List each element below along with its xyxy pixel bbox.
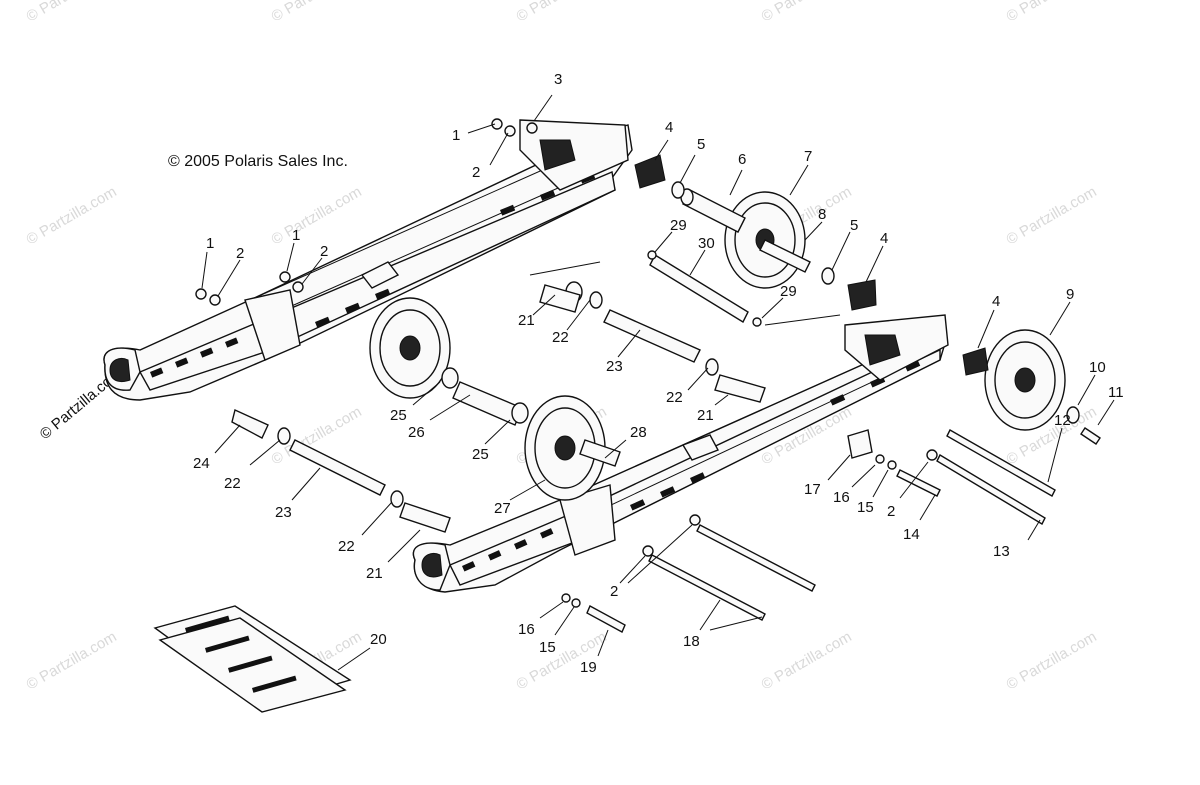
- callout-22: 22: [666, 389, 683, 406]
- callout-28: 28: [630, 424, 647, 441]
- watermark: © Partzilla.com: [269, 183, 365, 248]
- callout-29: 29: [670, 217, 687, 234]
- callout-4: 4: [880, 230, 888, 247]
- callout-9: 9: [1066, 286, 1074, 303]
- callout-21: 21: [697, 407, 714, 424]
- callout-7: 7: [804, 148, 812, 165]
- callout-20: 20: [370, 631, 387, 648]
- callout-16: 16: [518, 621, 535, 638]
- callout-13: 13: [993, 543, 1010, 560]
- callout-23: 23: [275, 504, 292, 521]
- watermark: © Partzilla.com: [1004, 183, 1100, 248]
- wheel-right: [984, 329, 1066, 431]
- callout-16: 16: [833, 489, 850, 506]
- callout-22: 22: [224, 475, 241, 492]
- watermark: © Partzilla.com: [759, 628, 855, 693]
- callout-19: 19: [580, 659, 597, 676]
- callout-1: 1: [292, 227, 300, 244]
- callout-15: 15: [857, 499, 874, 516]
- callout-22: 22: [552, 329, 569, 346]
- callout-5: 5: [697, 136, 705, 153]
- callout-21: 21: [366, 565, 383, 582]
- callout-25: 25: [390, 407, 407, 424]
- callout-2: 2: [320, 243, 328, 260]
- callout-30: 30: [698, 235, 715, 252]
- callout-23: 23: [606, 358, 623, 375]
- callout-2: 2: [472, 164, 480, 181]
- callout-10: 10: [1089, 359, 1106, 376]
- leader-lines: [201, 94, 1115, 671]
- callout-2: 2: [236, 245, 244, 262]
- callout-2: 2: [887, 503, 895, 520]
- callout-6: 6: [738, 151, 746, 168]
- callout-3: 3: [554, 71, 562, 88]
- callout-21: 21: [518, 312, 535, 329]
- callout-26: 26: [408, 424, 425, 441]
- callout-18: 18: [683, 633, 700, 650]
- watermark: © Partzilla.com: [514, 0, 610, 25]
- watermark: © Partzilla.com: [24, 183, 120, 248]
- left-rail: [103, 119, 633, 401]
- copyright-notice: © 2005 Polaris Sales Inc.: [168, 153, 348, 170]
- wheel-left: [369, 297, 451, 399]
- callout-8: 8: [818, 206, 826, 223]
- skid-frame: [153, 605, 352, 713]
- callouts: 1 2 3 4 5 6 7 8 29 30 5 4 29 1 2 1 2 4 9…: [193, 71, 1124, 676]
- callout-14: 14: [903, 526, 920, 543]
- hardware: [195, 118, 1101, 633]
- callout-4: 4: [992, 293, 1000, 310]
- wheel-center: [524, 395, 606, 501]
- callout-1: 1: [452, 127, 460, 144]
- callout-25: 25: [472, 446, 489, 463]
- watermark: © Partzilla.com: [1004, 628, 1100, 693]
- callout-2: 2: [610, 583, 618, 600]
- callout-4: 4: [665, 119, 673, 136]
- right-rail: [412, 314, 949, 593]
- callout-22: 22: [338, 538, 355, 555]
- watermark: © Partzilla.com: [269, 0, 365, 25]
- callout-11: 11: [1108, 384, 1124, 401]
- callout-29: 29: [780, 283, 797, 300]
- watermark: © Partzilla.com: [24, 0, 120, 25]
- callout-5: 5: [850, 217, 858, 234]
- callout-27: 27: [494, 500, 511, 517]
- watermark: © Partzilla.com: [759, 0, 855, 25]
- watermark: © Partzilla.com: [1004, 0, 1100, 25]
- callout-1: 1: [206, 235, 214, 252]
- callout-17: 17: [804, 481, 821, 498]
- watermark: © Partzilla.com: [24, 628, 120, 693]
- callout-12: 12: [1054, 412, 1071, 429]
- callout-15: 15: [539, 639, 556, 656]
- callout-24: 24: [193, 455, 210, 472]
